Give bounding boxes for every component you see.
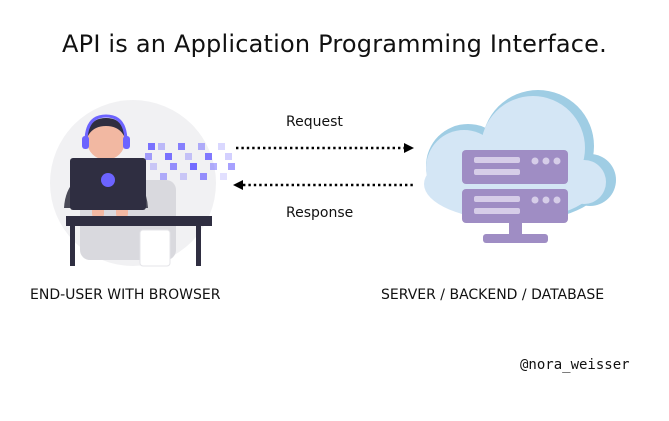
head (87, 122, 125, 160)
headset-icon (84, 114, 128, 143)
client-label: END-USER WITH BROWSER (30, 287, 221, 303)
request-label: Request (286, 114, 343, 130)
response-label: Response (286, 205, 354, 221)
server-rack-icon (462, 150, 568, 243)
data-pixels-icon (145, 143, 235, 180)
request-arrow (236, 143, 414, 153)
server-cloud-illustration (424, 90, 616, 243)
hair (87, 118, 125, 138)
server-label: SERVER / BACKEND / DATABASE (381, 287, 605, 303)
desk (66, 216, 212, 226)
diagram-title: API is an Application Programming Interf… (62, 30, 607, 58)
end-user-illustration (50, 100, 235, 267)
author-credit: @nora_weisser (520, 357, 630, 373)
response-arrow (233, 180, 414, 190)
